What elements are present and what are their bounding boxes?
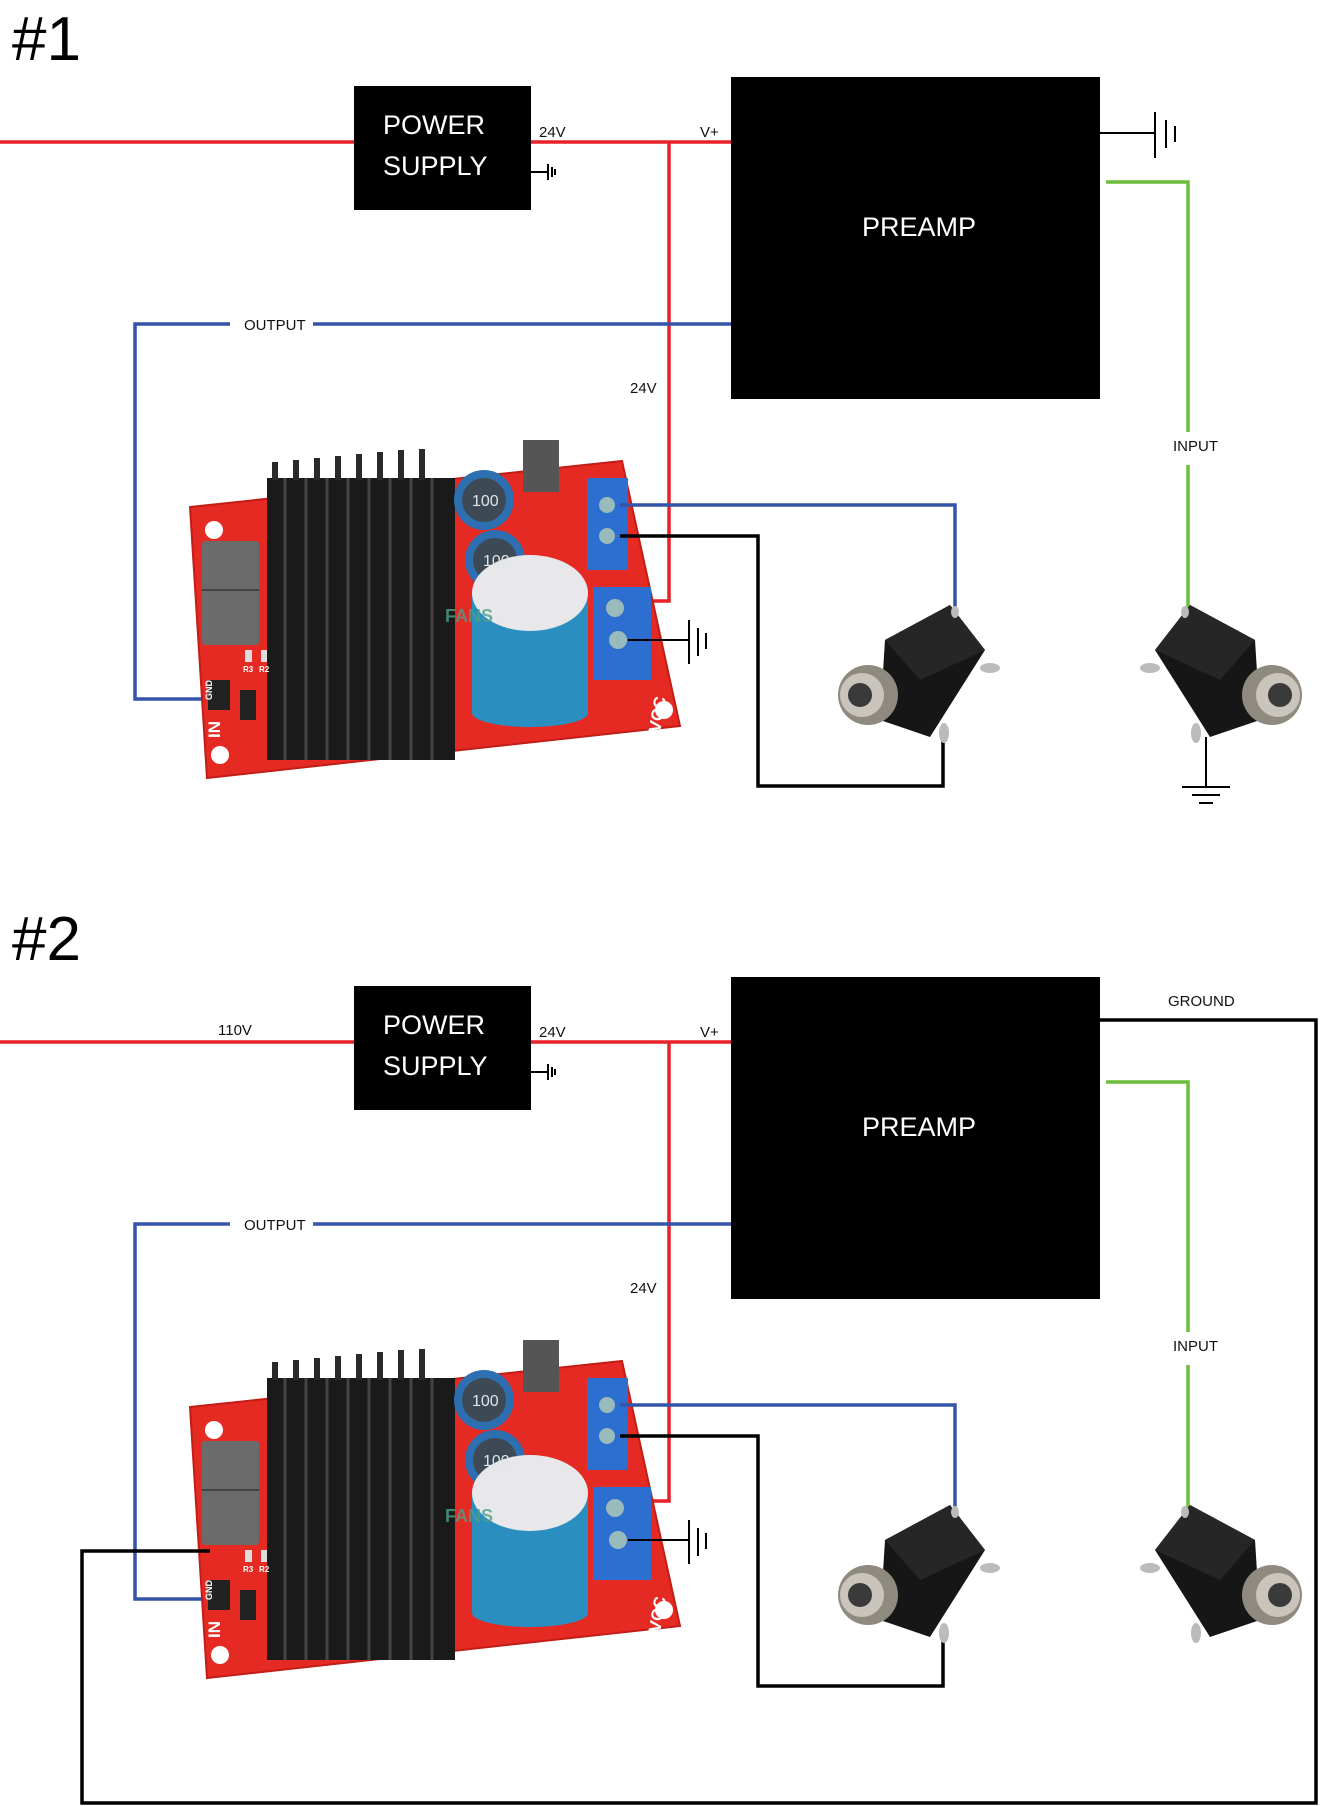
silkscreen-in: IN	[205, 1621, 224, 1638]
output-label: OUTPUT	[244, 1217, 306, 1234]
speaker-plus-wire	[620, 1403, 957, 1511]
output-jack	[838, 1505, 1000, 1643]
amplifier-board	[190, 1340, 680, 1678]
speaker-minus-wire	[620, 1434, 945, 1688]
output-wire	[133, 322, 230, 701]
preamp-label: PREAMP	[862, 1112, 976, 1142]
ground-wire	[80, 1018, 1318, 1805]
section-2: #2 110V POWER SUPPLY 24V V+ PREAMP 24V O…	[0, 905, 1318, 1805]
silkscreen-r3: R3	[243, 665, 254, 674]
silkscreen-in: IN	[205, 721, 224, 738]
input-jack	[1140, 1505, 1302, 1643]
silkscreen-gnd: GND	[204, 1580, 214, 1601]
mains-label: 110V	[218, 1022, 252, 1039]
section-heading: #2	[12, 905, 81, 974]
silkscreen-r3: R3	[243, 1565, 254, 1574]
input-wire	[1106, 1080, 1190, 1332]
vplus-label: V+	[700, 1024, 719, 1041]
capacitor-mark: 100	[472, 1393, 499, 1410]
input-jack	[1140, 605, 1302, 743]
vplus-label: V+	[700, 124, 719, 141]
supply-out-label: 24V	[539, 1024, 566, 1041]
speaker-plus-wire	[620, 503, 957, 611]
power-supply-label-2: SUPPLY	[383, 151, 488, 181]
silkscreen-r2: R2	[259, 665, 270, 674]
watermark: FANS	[445, 606, 493, 626]
output-label: OUTPUT	[244, 317, 306, 334]
capacitor-mark: 100	[483, 553, 510, 570]
ground-icon	[628, 1520, 707, 1564]
board-silkscreen: IN GND VCC R3 R2 100 100 FANS	[204, 493, 670, 738]
silkscreen-r2: R2	[259, 1565, 270, 1574]
preamp-block	[731, 977, 1100, 1299]
watermark: FANS	[445, 1506, 493, 1526]
power-supply-block	[354, 86, 531, 210]
ground-icon	[531, 164, 556, 180]
input-wire	[1106, 180, 1190, 432]
amp-feed-label: 24V	[630, 380, 657, 397]
capacitor-mark: 100	[472, 493, 499, 510]
amp-feed-label: 24V	[630, 1280, 657, 1297]
ground-icon	[1100, 112, 1176, 158]
ground-icon	[1182, 737, 1230, 804]
output-wire	[133, 1222, 230, 1601]
input-label: INPUT	[1173, 1338, 1218, 1355]
power-supply-label-2: SUPPLY	[383, 1051, 488, 1081]
power-supply-label-1: POWER	[383, 110, 485, 140]
section-1: #1 POWER SUPPLY 24V V+ PREAMP 24V OUTPUT…	[0, 5, 1302, 804]
board-silkscreen: IN GND VCC R3 R2 100 100 FANS	[204, 1393, 670, 1638]
silkscreen-gnd: GND	[204, 680, 214, 701]
capacitor-mark: 100	[483, 1453, 510, 1470]
preamp-label: PREAMP	[862, 212, 976, 242]
section-heading: #1	[12, 5, 81, 74]
speaker-minus-wire	[620, 534, 945, 788]
ground-icon	[531, 1064, 556, 1080]
output-jack	[838, 605, 1000, 743]
ground-icon	[628, 620, 707, 664]
input-label: INPUT	[1173, 438, 1218, 455]
power-supply-block	[354, 986, 531, 1110]
supply-out-label: 24V	[539, 124, 566, 141]
power-supply-label-1: POWER	[383, 1010, 485, 1040]
preamp-block	[731, 77, 1100, 399]
amplifier-board	[190, 440, 680, 778]
ground-label: GROUND	[1168, 993, 1235, 1010]
